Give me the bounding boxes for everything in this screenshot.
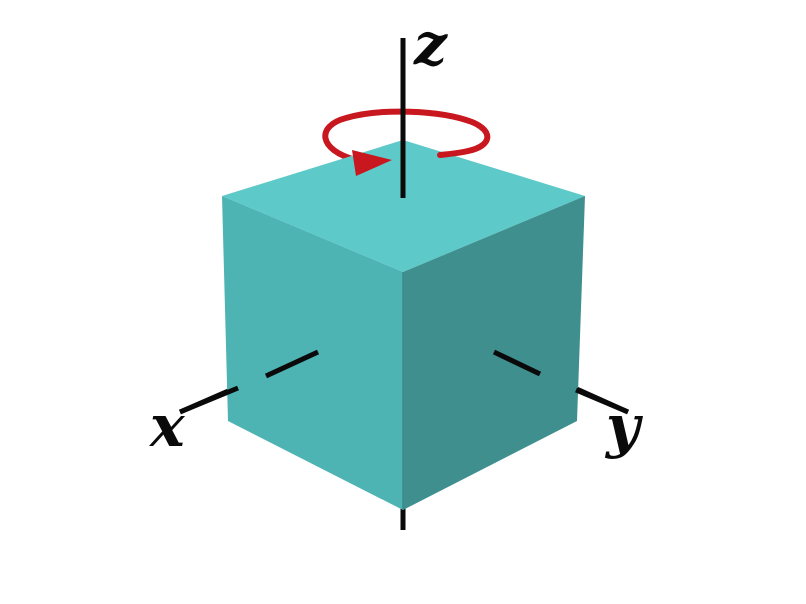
- y-axis-inner-stub: [492, 349, 542, 377]
- y-axis: [575, 387, 629, 415]
- x-axis-inner-stub: [264, 349, 320, 379]
- x-axis: [179, 385, 239, 415]
- y-axis-label: y: [604, 392, 644, 460]
- rotation-arrow-front-arc: [437, 148, 471, 158]
- x-axis-label: x: [148, 392, 186, 460]
- z-axis-label: z: [413, 10, 448, 78]
- rotation-arrowhead: [352, 150, 392, 176]
- rotation-arrow-back-arc: [322, 108, 491, 163]
- cube-top-face: [222, 140, 585, 272]
